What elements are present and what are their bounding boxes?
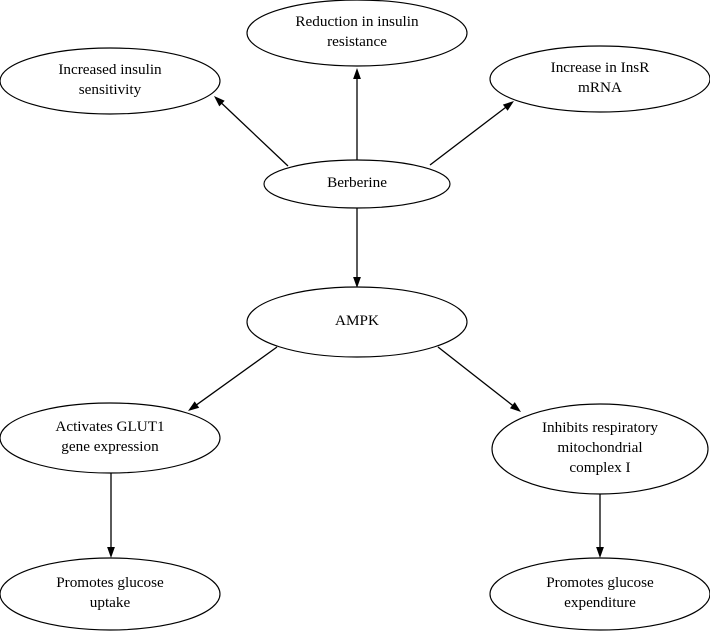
edge-berberine-to-sensitivity bbox=[214, 96, 289, 167]
arrowhead-icon bbox=[353, 68, 361, 79]
node-label-line: Inhibits respiratory bbox=[542, 419, 658, 436]
node-label-line: Berberine bbox=[327, 174, 387, 191]
edges-layer bbox=[107, 68, 604, 558]
edge-berberine-to-insr bbox=[429, 101, 514, 166]
node-ellipse-shape bbox=[263, 159, 451, 209]
node-label-line: Increased insulin bbox=[58, 61, 162, 78]
node-label-line: Increase in InsR bbox=[551, 59, 651, 76]
node-label-line: Activates GLUT1 bbox=[55, 418, 164, 435]
edge-berberine-to-ampk bbox=[353, 208, 361, 288]
node-label: Promotes glucose expenditure bbox=[546, 574, 654, 611]
node-label: Activates GLUT1 gene expression bbox=[55, 418, 164, 455]
node-label: Berberine bbox=[327, 174, 387, 191]
node-label-line: Promotes glucose bbox=[56, 574, 164, 591]
edge-ampk-to-glut1 bbox=[188, 346, 278, 411]
edge-complex-i-to-expenditure bbox=[596, 494, 604, 558]
node-label-line: gene expression bbox=[61, 438, 159, 455]
node-label-line: complex I bbox=[569, 459, 630, 476]
node-ellipse-shape bbox=[489, 557, 710, 631]
node-promotes-glucose-expenditure[interactable]: Promotes glucose expenditure bbox=[489, 557, 710, 631]
edge-glut1-to-uptake bbox=[107, 473, 115, 558]
arrowhead-icon bbox=[214, 96, 225, 107]
node-label-line: uptake bbox=[90, 594, 131, 611]
node-inhibits-complex-i[interactable]: Inhibits respiratory mitochondrial complex… bbox=[491, 403, 709, 495]
node-label-line: sensitivity bbox=[79, 81, 142, 98]
node-label-line: mitochondrial bbox=[557, 439, 642, 456]
node-activates-glut1[interactable]: Activates GLUT1 gene expression bbox=[0, 402, 221, 474]
node-berberine[interactable]: Berberine bbox=[263, 159, 451, 209]
arrowhead-icon bbox=[107, 547, 115, 558]
node-ellipse-shape bbox=[491, 403, 709, 495]
node-ampk[interactable]: AMPK bbox=[246, 286, 468, 358]
node-label: AMPK bbox=[335, 312, 379, 329]
edge-line bbox=[219, 101, 289, 167]
node-label-line: expenditure bbox=[564, 594, 636, 611]
node-increase-insr-mrna[interactable]: Increase in InsR mRNA bbox=[489, 45, 710, 113]
node-ellipse-shape bbox=[489, 45, 710, 113]
node-label: Increase in InsR mRNA bbox=[551, 59, 651, 96]
edge-line bbox=[429, 105, 509, 166]
node-ellipse-shape bbox=[0, 402, 221, 474]
node-promotes-glucose-uptake[interactable]: Promotes glucose uptake bbox=[0, 557, 221, 631]
node-ellipse-shape bbox=[0, 47, 221, 115]
node-increased-insulin-sensitivity[interactable]: Increased insulin sensitivity bbox=[0, 47, 221, 115]
node-ellipse-shape bbox=[0, 557, 221, 631]
edge-ampk-to-complex-i bbox=[437, 346, 521, 412]
edge-line bbox=[194, 346, 278, 407]
edge-line bbox=[437, 346, 516, 408]
node-ellipse-shape bbox=[246, 0, 468, 67]
node-label-line: mRNA bbox=[578, 79, 622, 96]
node-label: Increased insulin sensitivity bbox=[58, 61, 162, 98]
arrowhead-icon bbox=[188, 401, 200, 411]
node-label: Reduction in insulin resistance bbox=[295, 13, 419, 50]
arrowhead-icon bbox=[502, 101, 514, 111]
node-label: Promotes glucose uptake bbox=[56, 574, 164, 611]
node-label: Inhibits respiratory mitochondrial complex… bbox=[542, 419, 658, 476]
node-label-line: AMPK bbox=[335, 312, 379, 329]
node-reduction-insulin-resistance[interactable]: Reduction in insulin resistance bbox=[246, 0, 468, 67]
arrowhead-icon bbox=[596, 547, 604, 558]
node-ellipse-shape bbox=[246, 286, 468, 358]
arrowhead-icon bbox=[509, 402, 521, 412]
node-label-line: Reduction in insulin bbox=[295, 13, 419, 30]
node-label-line: Promotes glucose bbox=[546, 574, 654, 591]
arrowhead-icon bbox=[353, 277, 361, 288]
node-label-line: resistance bbox=[327, 33, 387, 50]
edge-berberine-to-reduction bbox=[353, 68, 361, 160]
